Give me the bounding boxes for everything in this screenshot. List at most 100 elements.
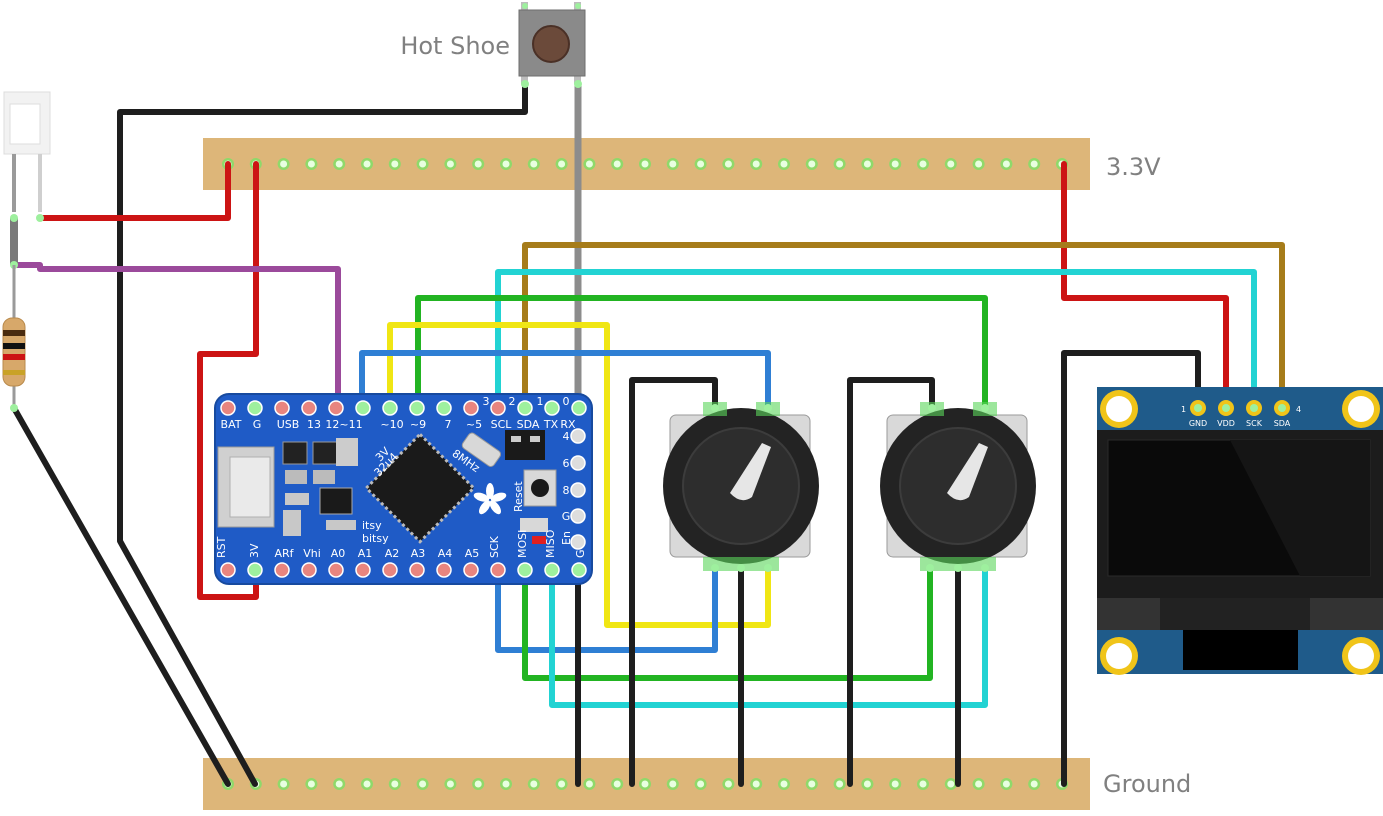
rail-ground-hole-center: [530, 780, 538, 788]
rail-3v3-hole-center: [1030, 160, 1038, 168]
board-pin-right: [570, 534, 586, 550]
rail-3v3-hole-center: [391, 160, 399, 168]
board-bottom-label: 3V: [248, 543, 261, 558]
board-bottom-label: RST: [215, 536, 228, 558]
rail-3v3-hole-center: [641, 160, 649, 168]
rail-ground-hole-center: [1030, 780, 1038, 788]
wire-cyan-miso: [549, 565, 988, 708]
rail-3v3-hole-center: [697, 160, 705, 168]
board-bottom-label: SCK: [488, 535, 501, 558]
wire-green-mosi: [522, 565, 933, 681]
rail-ground-hole-center: [585, 780, 593, 788]
board-bottom-label: A4: [438, 547, 453, 560]
board-top-label: ~10: [380, 418, 403, 431]
rail-3v3: [203, 138, 1090, 190]
board-pin-top: [436, 400, 452, 416]
rail-3v3-hole-center: [863, 160, 871, 168]
board-pin-top: [274, 400, 290, 416]
light-sensor: [3, 91, 51, 269]
rotary-encoder-left: [663, 402, 819, 572]
rail-ground-hole-center: [919, 780, 927, 788]
oled-pin-label: SCK: [1246, 419, 1263, 428]
wire-purple-sensor: [11, 262, 341, 411]
board-bottom-label: A5: [465, 547, 480, 560]
rail-3v3-hole-center: [307, 160, 315, 168]
rail-ground-hole-center: [1002, 780, 1010, 788]
adafruit-flower-icon: [473, 483, 507, 515]
rail-3v3-hole-center: [446, 160, 454, 168]
rail-ground-hole-center: [641, 780, 649, 788]
rail-3v3-hole-center: [280, 160, 288, 168]
board-pin-top: [355, 400, 371, 416]
board-bottom-label: A3: [411, 547, 426, 560]
rail-3v3-hole-center: [502, 160, 510, 168]
rail-ground-hole-center: [502, 780, 510, 788]
hot-shoe-label: Hot Shoe: [400, 32, 510, 60]
rail-ground-hole-center: [669, 780, 677, 788]
rail-ground-hole-center: [391, 780, 399, 788]
board-top-label: SDA: [517, 418, 540, 431]
board-top-label: ~5: [466, 418, 482, 431]
brand-bitsy: bitsy: [362, 532, 389, 545]
board-pin-bottom: [382, 562, 398, 578]
rail-3v3-hole-center: [585, 160, 593, 168]
brand-itsy: itsy: [362, 519, 382, 532]
rail-ground: [203, 758, 1090, 810]
board-top-number: 2: [509, 395, 516, 408]
rail-3v3-hole-center: [335, 160, 343, 168]
rail-3v3-hole-center: [975, 160, 983, 168]
wire-black-enc2-top: [847, 377, 935, 787]
board-pin-bottom: [274, 562, 290, 578]
board-top-label: BAT: [221, 418, 242, 431]
board-pin-top: [544, 400, 560, 416]
oled-pin-center: [1222, 404, 1230, 412]
rail-3v3-hole-center: [558, 160, 566, 168]
rail-3v3-hole-center: [613, 160, 621, 168]
board-bottom-label: A2: [385, 547, 400, 560]
resistor: [2, 265, 26, 412]
oled-pin-label: VDD: [1217, 419, 1235, 428]
board-pin-top: [220, 400, 236, 416]
rail-ground-hole-center: [280, 780, 288, 788]
rail-3v3-label: 3.3V: [1106, 153, 1161, 181]
hot-shoe-button: [518, 2, 586, 88]
rail-3v3-hole-center: [724, 160, 732, 168]
en-label: En: [560, 531, 573, 545]
rail-ground-hole-center: [891, 780, 899, 788]
wire-blue-sck: [495, 565, 718, 653]
rail-3v3-hole-center: [947, 160, 955, 168]
board-pin-bottom: [247, 562, 263, 578]
board-pin-bottom: [409, 562, 425, 578]
board-pin-right: [570, 428, 586, 444]
board-pin-bottom: [517, 562, 533, 578]
wire-red-sensor: [37, 161, 231, 221]
board-right-label: 4: [563, 430, 570, 443]
wire-red-board-3v: [197, 161, 259, 600]
board-pin-bottom: [490, 562, 506, 578]
wire-yellow-pin10: [387, 322, 771, 628]
rail-ground-hole-center: [335, 780, 343, 788]
board-pin-top: [382, 400, 398, 416]
board-pin-bottom: [220, 562, 236, 578]
rail-3v3-hole-center: [780, 160, 788, 168]
board-bottom-label: Vhi: [303, 547, 321, 560]
board-bottom-label: MISO: [544, 529, 557, 558]
wire-cyan-scl: [495, 269, 1257, 411]
rail-3v3-hole-center: [808, 160, 816, 168]
rail-3v3-hole-center: [919, 160, 927, 168]
rail-ground-label: Ground: [1103, 770, 1191, 798]
board-pin-top: [409, 400, 425, 416]
rail-ground-hole-center: [975, 780, 983, 788]
board-top-number: 1: [537, 395, 544, 408]
board-pin-right: [570, 508, 586, 524]
wire-black-sensor-ground: [11, 405, 231, 787]
wire-black-hotshoe-ground: [117, 82, 528, 787]
board-top-label: RX: [560, 418, 576, 431]
board-right-label: 6: [563, 457, 570, 470]
board-pin-right: [570, 482, 586, 498]
board-pin-right: [570, 455, 586, 471]
rail-ground-hole-center: [613, 780, 621, 788]
rail-ground-hole-center: [558, 780, 566, 788]
rail-3v3-hole-center: [1002, 160, 1010, 168]
board-bottom-label: A0: [331, 547, 346, 560]
